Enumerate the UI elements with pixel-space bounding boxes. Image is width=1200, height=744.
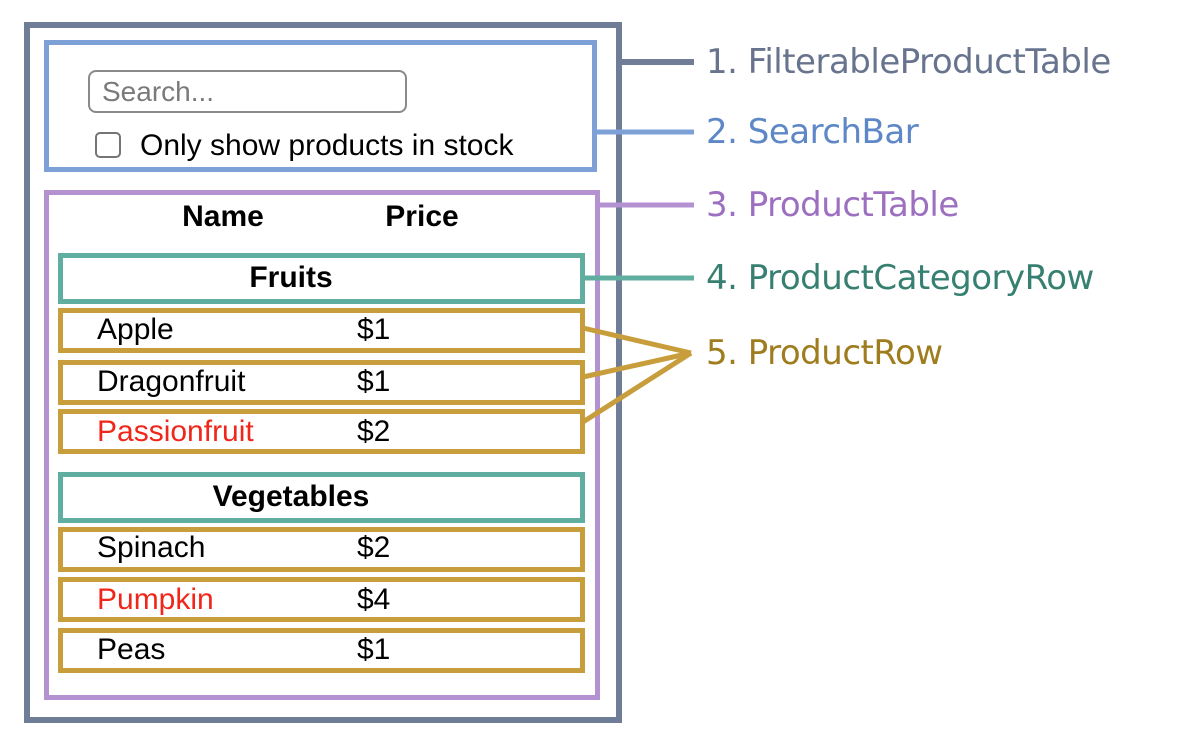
product-price: $2 — [357, 531, 391, 564]
legend-label-search-bar: 2. SearchBar — [706, 112, 919, 152]
legend-label-filterable-product-table: 1. FilterableProductTable — [706, 42, 1111, 82]
product-row — [58, 308, 585, 353]
category-label: Fruits — [249, 261, 333, 294]
product-row — [58, 628, 585, 673]
product-price: $1 — [357, 633, 391, 666]
category-label: Vegetables — [212, 480, 370, 513]
product-name: Passionfruit — [97, 415, 254, 448]
product-name: Pumpkin — [97, 583, 214, 616]
product-price: $1 — [357, 365, 391, 398]
product-price: $2 — [357, 415, 391, 448]
product-row — [58, 577, 585, 622]
product-row — [58, 527, 585, 572]
product-name: Peas — [97, 633, 166, 666]
search-input[interactable] — [88, 70, 407, 113]
product-price: $4 — [357, 583, 391, 616]
product-name: Dragonfruit — [97, 365, 246, 398]
product-name: Apple — [97, 313, 174, 346]
product-row — [58, 409, 585, 454]
product-category-row-vegetables — [58, 472, 585, 523]
product-row — [58, 360, 585, 405]
column-header-name: Name — [182, 200, 264, 233]
legend-label-product-row: 5. ProductRow — [706, 333, 943, 373]
in-stock-checkbox-label: Only show products in stock — [140, 129, 514, 162]
product-price: $1 — [357, 313, 391, 346]
in-stock-checkbox[interactable] — [95, 132, 121, 158]
legend-label-product-category-row: 4. ProductCategoryRow — [706, 258, 1094, 298]
column-header-price: Price — [385, 200, 459, 233]
product-name: Spinach — [97, 531, 206, 564]
legend-label-product-table: 3. ProductTable — [706, 185, 959, 225]
